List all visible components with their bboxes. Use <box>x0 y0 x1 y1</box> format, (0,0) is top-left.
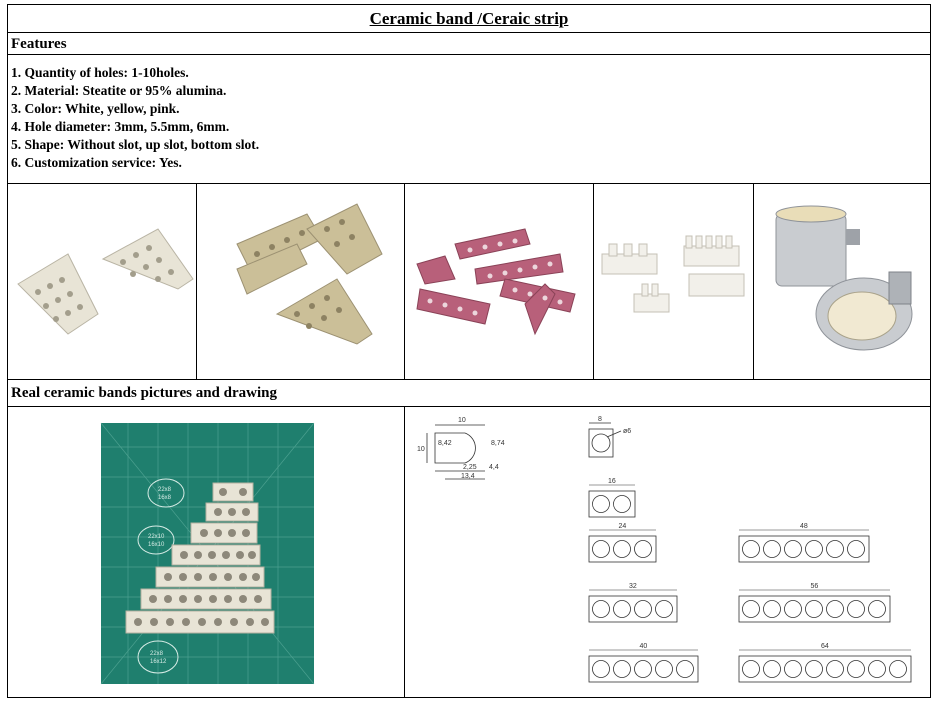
strip-hole <box>592 660 610 678</box>
strip-hole <box>826 600 844 618</box>
profile-drawing <box>426 424 485 480</box>
dim-inner-right: 8,74 <box>491 440 505 447</box>
strip-length-label: 40 <box>640 643 648 650</box>
strip-hole <box>613 540 631 558</box>
mat-label: 16x12 <box>150 659 167 665</box>
real-bands-header: Real ceramic bands pictures and drawing <box>8 380 930 407</box>
strip-hole <box>763 660 781 678</box>
strip-6-holes: 48 <box>738 523 870 563</box>
dim-height: 10 <box>417 446 425 453</box>
mat-label: 16x10 <box>148 542 165 548</box>
technical-drawing: 10 10 8,42 8,74 2,25 13,4 4,4 8 ø6 16 24 3… <box>405 407 930 697</box>
strip-hole <box>868 660 886 678</box>
strip-hole <box>613 495 631 513</box>
strip-2-holes: 16 <box>588 478 636 518</box>
strip-hole <box>634 600 652 618</box>
strip-5-holes: 40 <box>588 643 699 683</box>
strip-hole <box>826 540 844 558</box>
strip-length-label: 56 <box>811 583 819 590</box>
feature-item: 6. Customization service: Yes. <box>11 155 182 170</box>
strip-3-holes: 24 <box>588 523 657 563</box>
page-title: Ceramic band /Ceraic strip <box>8 5 930 33</box>
page-title-text: Ceramic band /Ceraic strip <box>369 9 569 28</box>
strip-hole <box>592 495 610 513</box>
real-bands-section: 22x8 16x8 22x10 16x10 22x8 16x12 <box>8 407 930 697</box>
spec-sheet: Ceramic band /Ceraic strip Features 1. Q… <box>7 4 931 698</box>
strip-hole <box>763 540 781 558</box>
dim-width: 10 <box>458 417 466 424</box>
strip-hole <box>805 540 823 558</box>
strip-hole <box>784 540 802 558</box>
feature-item: 2. Material: Steatite or 95% alumina. <box>11 83 227 98</box>
photo-white-bands <box>8 184 197 379</box>
strip-hole <box>742 660 760 678</box>
strip-hole <box>592 600 610 618</box>
photo-yellow-bands <box>197 184 405 379</box>
strip-hole <box>592 540 610 558</box>
strip-hole <box>868 600 886 618</box>
strip-hole <box>655 660 673 678</box>
dim-hole-diameter: ø6 <box>623 428 631 435</box>
strip-hole <box>826 660 844 678</box>
strip-hole <box>763 600 781 618</box>
dim-inner-left: 8,42 <box>438 440 452 447</box>
strip-length-label: 32 <box>629 583 637 590</box>
feature-item: 5. Shape: Without slot, up slot, bottom … <box>11 137 260 152</box>
product-photos <box>8 184 930 380</box>
strip-hole <box>676 660 694 678</box>
feature-item: 4. Hole diameter: 3mm, 5.5mm, 6mm. <box>11 119 230 134</box>
strip-hole <box>847 600 865 618</box>
strip-hole <box>847 540 865 558</box>
photo-pink-bands <box>405 184 594 379</box>
mat-label: 22x8 <box>158 487 172 493</box>
strip-hole <box>613 600 631 618</box>
strip-hole <box>634 540 652 558</box>
feature-item: 3. Color: White, yellow, pink. <box>11 101 180 116</box>
strip-length-label: 64 <box>821 643 829 650</box>
features-header: Features <box>8 33 930 55</box>
strip-hole <box>742 600 760 618</box>
dim-bottom-a: 2,25 <box>463 464 477 471</box>
dim-bottom-b: 13,4 <box>461 473 475 480</box>
strip-length-label: 16 <box>608 478 616 485</box>
strip-drawings: 16 24 32 40 48 56 64 <box>588 478 912 683</box>
mat-label: 16x8 <box>158 495 172 501</box>
strip-8-holes: 64 <box>738 643 912 683</box>
strip-hole <box>784 660 802 678</box>
strip-hole <box>805 660 823 678</box>
strip-hole <box>613 660 631 678</box>
strip-hole <box>784 600 802 618</box>
photo-cutting-mat: 22x8 16x8 22x10 16x10 22x8 16x12 <box>8 407 405 697</box>
features-list: 1. Quantity of holes: 1-10holes. 2. Mate… <box>8 55 930 184</box>
strip-hole <box>742 540 760 558</box>
strip-length-label: 24 <box>619 523 627 530</box>
photo-white-slotted <box>594 184 754 379</box>
mat-label: 22x8 <box>150 651 164 657</box>
strip-hole <box>634 660 652 678</box>
photo-band-heater <box>754 184 930 379</box>
dim-single-width: 8 <box>598 416 602 423</box>
single-hole-drawing <box>588 422 622 458</box>
strip-4-holes: 32 <box>588 583 678 623</box>
strip-hole <box>655 600 673 618</box>
feature-item: 1. Quantity of holes: 1-10holes. <box>11 65 189 80</box>
strip-hole <box>889 660 907 678</box>
dim-side: 4,4 <box>489 464 499 471</box>
mat-label: 22x10 <box>148 534 165 540</box>
drawing-canvas: 10 10 8,42 8,74 2,25 13,4 4,4 8 ø6 16 24 3… <box>417 416 912 683</box>
strip-7-holes: 56 <box>738 583 891 623</box>
strip-length-label: 48 <box>800 523 808 530</box>
strip-hole <box>847 660 865 678</box>
strip-hole <box>805 600 823 618</box>
